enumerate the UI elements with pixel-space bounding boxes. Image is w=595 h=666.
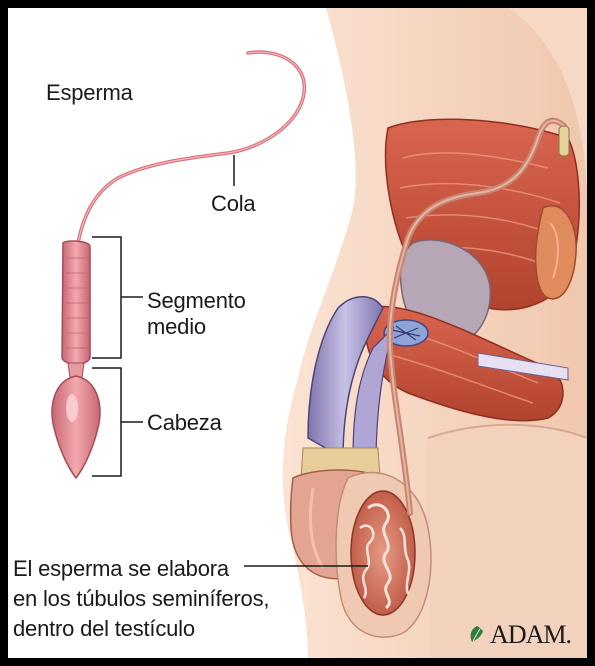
- caption-line-3: dentro del testículo: [13, 614, 269, 644]
- midpiece-label-line-2: medio: [147, 314, 246, 340]
- tail-label: Cola: [211, 191, 255, 217]
- head-label: Cabeza: [147, 410, 222, 436]
- sperm-label: Esperma: [46, 80, 133, 106]
- leaf-icon: [466, 624, 488, 646]
- caption-line-1: El esperma se elabora: [13, 554, 269, 584]
- testicle: [336, 472, 431, 637]
- logo-text: ADAM.: [490, 620, 571, 650]
- midpiece-label-line-1: Segmento: [147, 288, 246, 314]
- midpiece-label: Segmento medio: [147, 288, 246, 340]
- caption-line-2: en los túbulos seminíferos,: [13, 584, 269, 614]
- adam-logo: ADAM.: [466, 620, 571, 650]
- caption-label: El esperma se elabora en los túbulos sem…: [13, 554, 269, 644]
